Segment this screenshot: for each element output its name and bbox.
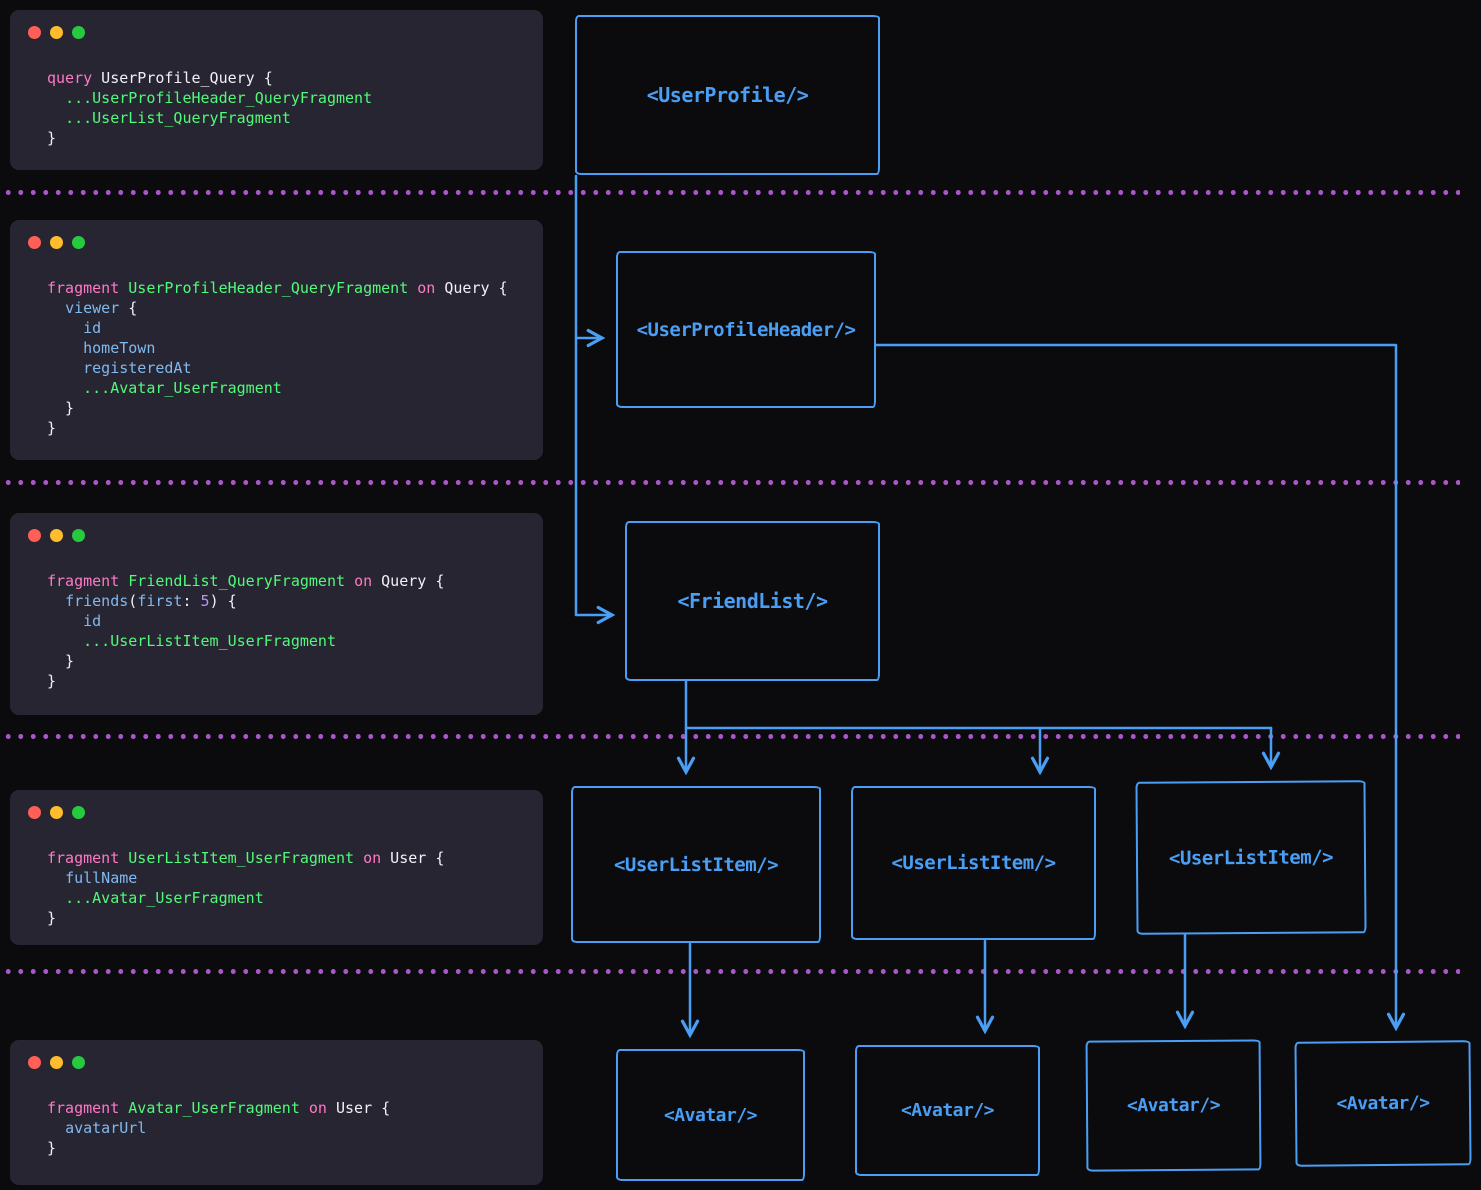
component-label-friend-list: <FriendList/> <box>677 589 828 613</box>
minimize-window-icon <box>50 26 63 39</box>
code-panel-user-list-item-fragment: fragment UserListItem_UserFragment on Us… <box>10 790 543 945</box>
maximize-window-icon <box>72 26 85 39</box>
maximize-window-icon <box>72 806 85 819</box>
code-panel-user-profile-header-fragment: fragment UserProfileHeader_QueryFragment… <box>10 220 543 460</box>
close-window-icon <box>28 1056 41 1069</box>
close-window-icon <box>28 806 41 819</box>
code-panel-user-profile-query: query UserProfile_Query { ...UserProfile… <box>10 10 543 170</box>
separator-dotted-line <box>2 479 1460 486</box>
component-label-user-list-item: <UserListItem/> <box>613 853 779 876</box>
separator-dotted-line <box>2 189 1460 196</box>
close-window-icon <box>28 236 41 249</box>
arrow-friendlist-fanout-trunk <box>684 679 1273 730</box>
component-label-user-list-item: <UserListItem/> <box>891 852 1056 874</box>
minimize-window-icon <box>50 529 63 542</box>
maximize-window-icon <box>72 236 85 249</box>
minimize-window-icon <box>50 806 63 819</box>
code-panel-friend-list-fragment: fragment FriendList_QueryFragment on Que… <box>10 513 543 715</box>
component-label-avatar: <Avatar/> <box>1126 1094 1221 1117</box>
code-content: query UserProfile_Query { ...UserProfile… <box>47 69 373 147</box>
minimize-window-icon <box>50 1056 63 1069</box>
minimize-window-icon <box>50 236 63 249</box>
component-box-user-list-item-2: <UserListItem/> <box>851 786 1096 940</box>
component-label-user-profile-header: <UserProfileHeader/> <box>636 318 856 341</box>
separator-dotted-line <box>2 968 1460 975</box>
arrow-userprofile-to-friendlist <box>574 174 616 625</box>
close-window-icon <box>28 529 41 542</box>
maximize-window-icon <box>72 1056 85 1069</box>
component-label-avatar: <Avatar/> <box>900 1100 995 1121</box>
component-label-user-profile: <UserProfile/> <box>646 83 809 107</box>
component-box-friend-list: <FriendList/> <box>625 521 880 681</box>
window-controls <box>28 26 85 39</box>
component-box-user-profile-header: <UserProfileHeader/> <box>616 251 876 408</box>
separator-dotted-line <box>2 733 1460 740</box>
component-box-user-list-item-1: <UserListItem/> <box>571 786 821 943</box>
window-controls <box>28 1056 85 1069</box>
window-controls <box>28 236 85 249</box>
component-label-avatar: <Avatar/> <box>663 1104 758 1126</box>
component-box-avatar-1: <Avatar/> <box>616 1049 805 1181</box>
component-box-user-list-item-3: <UserListItem/> <box>1135 780 1367 935</box>
component-box-avatar-3: <Avatar/> <box>1085 1039 1262 1172</box>
close-window-icon <box>28 26 41 39</box>
maximize-window-icon <box>72 529 85 542</box>
code-content: fragment UserListItem_UserFragment on Us… <box>47 849 445 927</box>
code-content: fragment Avatar_UserFragment on User { a… <box>47 1099 391 1157</box>
component-box-avatar-2: <Avatar/> <box>855 1045 1040 1176</box>
window-controls <box>28 806 85 819</box>
code-content: fragment UserProfileHeader_QueryFragment… <box>47 279 508 437</box>
component-label-user-list-item: <UserListItem/> <box>1168 845 1334 870</box>
window-controls <box>28 529 85 542</box>
component-box-avatar-4: <Avatar/> <box>1294 1040 1472 1167</box>
code-content: fragment FriendList_QueryFragment on Que… <box>47 572 445 690</box>
component-label-avatar: <Avatar/> <box>1336 1092 1430 1115</box>
code-panel-avatar-fragment: fragment Avatar_UserFragment on User { a… <box>10 1040 543 1185</box>
component-box-user-profile: <UserProfile/> <box>575 15 880 175</box>
